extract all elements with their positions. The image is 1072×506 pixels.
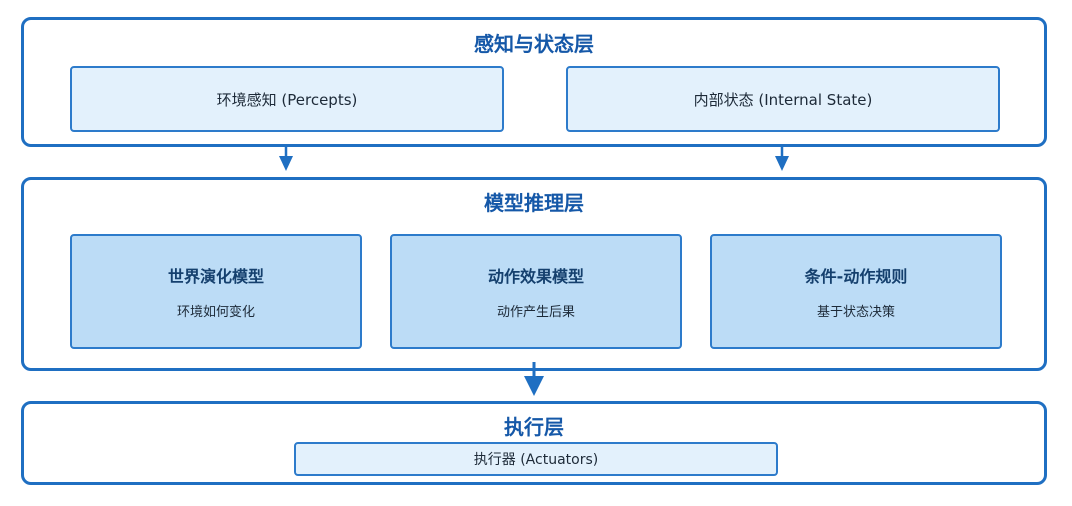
- condition-action-rules-subtitle: 基于状态决策: [816, 305, 895, 320]
- condition-action-rules-box: 条件-动作规则 基于状态决策: [710, 234, 1002, 349]
- actuators-label: 执行器 (Actuators): [473, 452, 599, 468]
- action-effect-model-box: 动作效果模型 动作产生后果: [390, 234, 682, 349]
- arrow-state-to-reasoning: [775, 147, 789, 171]
- internal-state-label: 内部状态 (Internal State): [693, 90, 873, 109]
- world-evolution-model-box: 世界演化模型 环境如何变化: [70, 234, 362, 349]
- condition-action-rules-title: 条件-动作规则: [804, 267, 908, 286]
- reasoning-layer-title: 模型推理层: [484, 191, 584, 215]
- perception-layer-title: 感知与状态层: [474, 32, 594, 56]
- internal-state-box: 内部状态 (Internal State): [566, 66, 1000, 132]
- execution-layer-title: 执行层: [504, 415, 564, 439]
- execution-layer: 执行层 执行器 (Actuators): [21, 401, 1047, 485]
- world-evolution-model-title: 世界演化模型: [167, 267, 264, 286]
- percepts-box: 环境感知 (Percepts): [70, 66, 504, 132]
- arrow-percepts-to-reasoning: [279, 147, 293, 171]
- perception-state-layer: 感知与状态层 环境感知 (Percepts) 内部状态 (Internal St…: [21, 17, 1047, 147]
- action-effect-model-title: 动作效果模型: [487, 267, 584, 286]
- action-effect-model-subtitle: 动作产生后果: [496, 305, 575, 320]
- actuators-box: 执行器 (Actuators): [294, 442, 778, 476]
- world-evolution-model-subtitle: 环境如何变化: [176, 305, 255, 320]
- model-reasoning-layer: 模型推理层 世界演化模型 环境如何变化 动作效果模型 动作产生后果 条件-动作规…: [21, 177, 1047, 371]
- percepts-label: 环境感知 (Percepts): [216, 90, 358, 109]
